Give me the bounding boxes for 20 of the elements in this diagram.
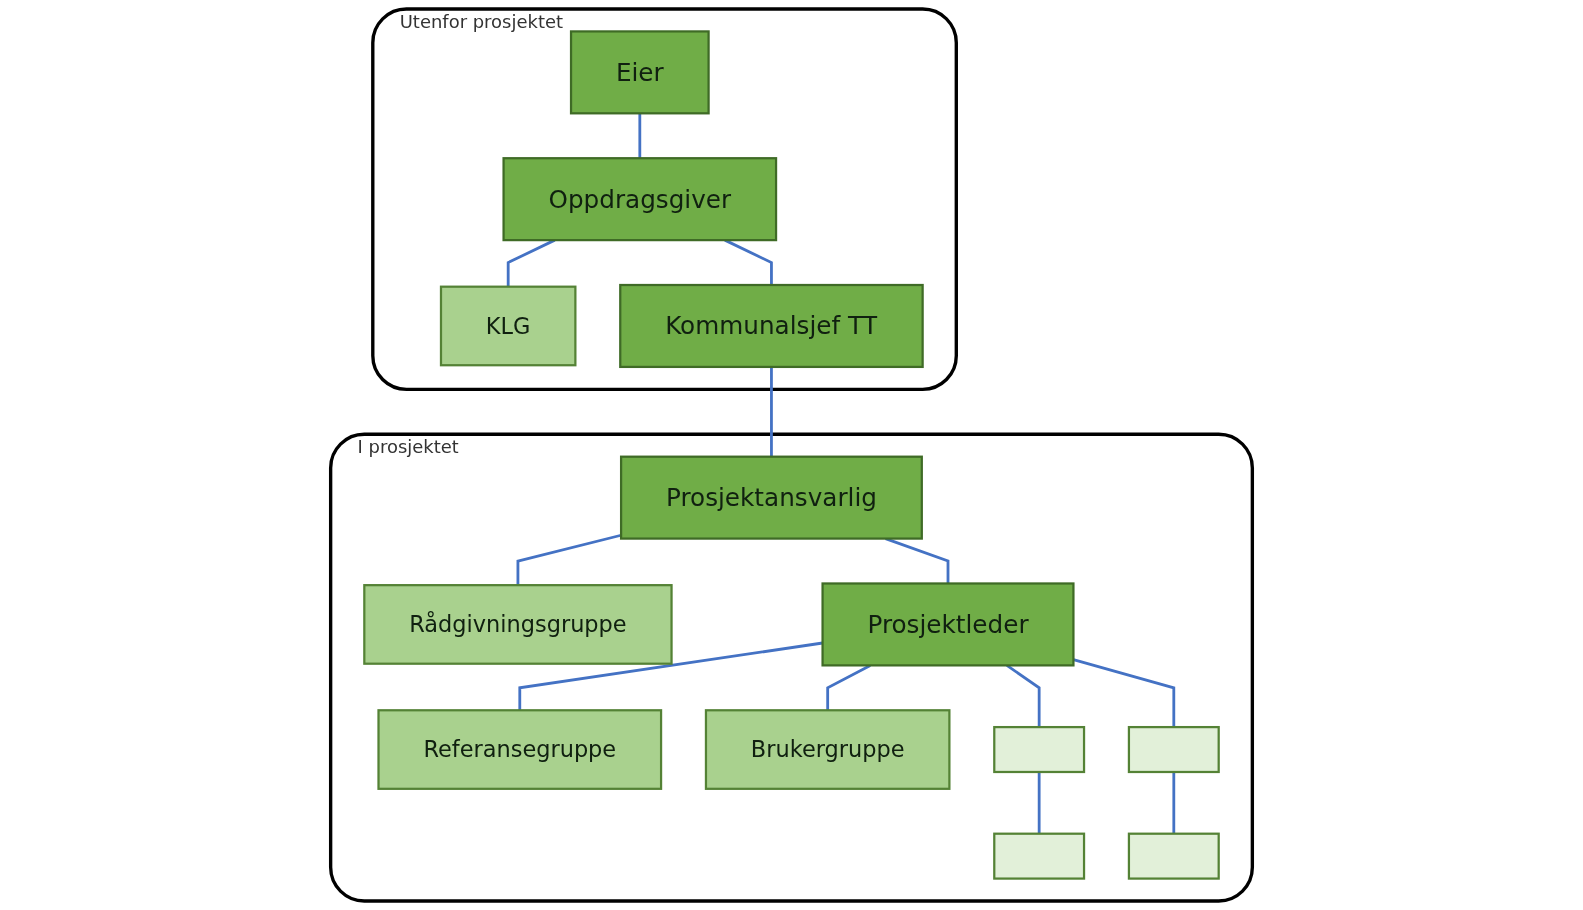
node-box — [1127, 832, 1220, 880]
node-box: Rådgivningsgruppe — [363, 584, 673, 665]
connector — [518, 641, 823, 711]
node-box: Referansegruppe — [377, 709, 663, 790]
node-box: Oppdragsgiver — [502, 157, 778, 242]
node-box: Prosjektansvarlig — [619, 455, 923, 540]
node-box: Brukergruppe — [704, 709, 951, 790]
connector — [638, 113, 642, 159]
node-box: Kommunalsjef TT — [619, 283, 924, 369]
connector — [1073, 658, 1176, 728]
connector — [770, 366, 773, 457]
node-box: Eier — [569, 30, 710, 115]
node-box: KLG — [439, 285, 577, 367]
node-box — [993, 832, 1086, 880]
node-box: Prosjektleder — [821, 582, 1075, 667]
connector — [1037, 772, 1041, 834]
connector — [516, 533, 622, 586]
node-box — [993, 726, 1086, 774]
node-box — [1127, 726, 1220, 774]
connector — [1172, 772, 1176, 834]
